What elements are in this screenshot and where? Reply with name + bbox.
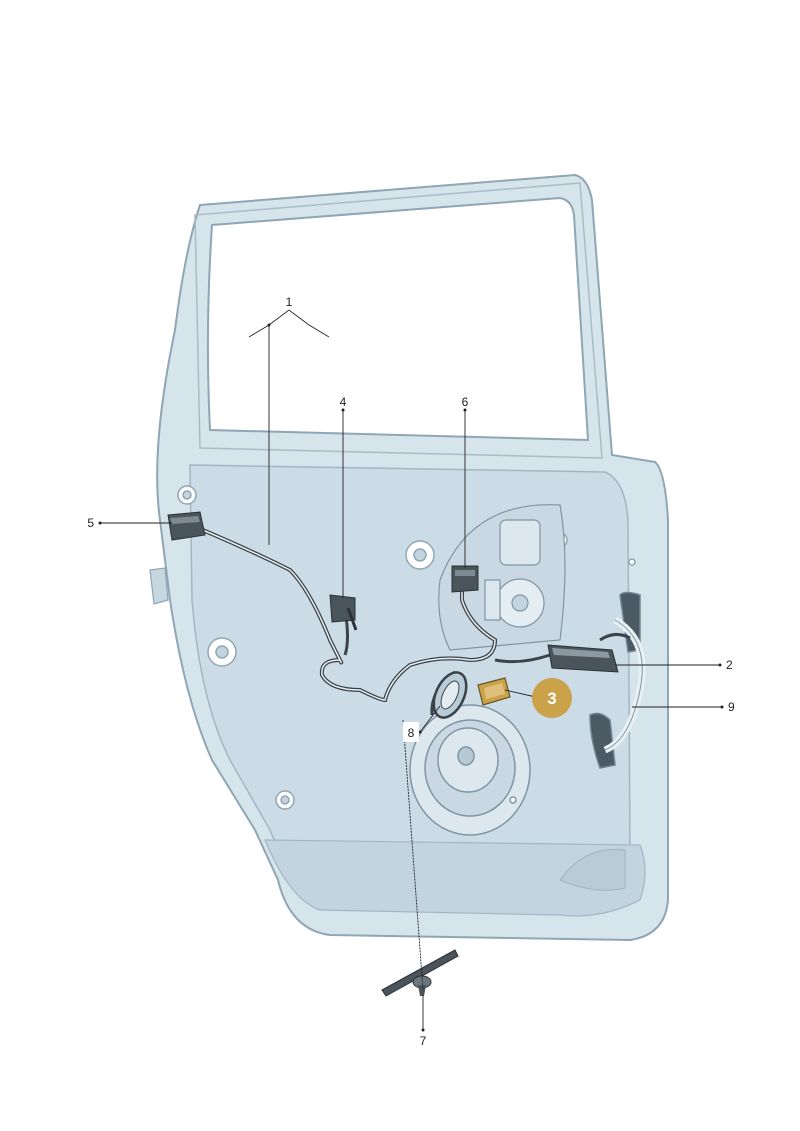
callout-5: 5 [87,516,94,530]
callout-1: 1 [286,295,293,309]
leader-lines [98,309,724,1032]
connector-2 [547,633,631,673]
control-unit-3 [477,677,511,706]
connector-6 [451,565,479,593]
connector-4 [329,594,358,631]
callout-3-badge [532,678,572,718]
callout-2: 2 [726,658,733,672]
callout-7: 7 [420,1034,427,1048]
callout-4: 4 [340,395,347,409]
window-frame-edge [194,182,603,459]
window-opening [206,196,590,442]
callout-9: 9 [728,700,735,714]
door-grip [589,591,646,769]
sill-notch [559,848,626,891]
callout-3: 3 [547,689,556,708]
loudspeaker [409,704,531,836]
clip-7 [381,949,459,997]
callout-8-box [403,722,419,742]
callout-6: 6 [462,395,469,409]
connector-5 [167,511,206,541]
door-sill [264,839,646,917]
callout-8: 8 [408,726,415,740]
callouts: 1 2 3 4 5 6 7 8 9 [87,295,735,1048]
side-tab [149,567,169,605]
